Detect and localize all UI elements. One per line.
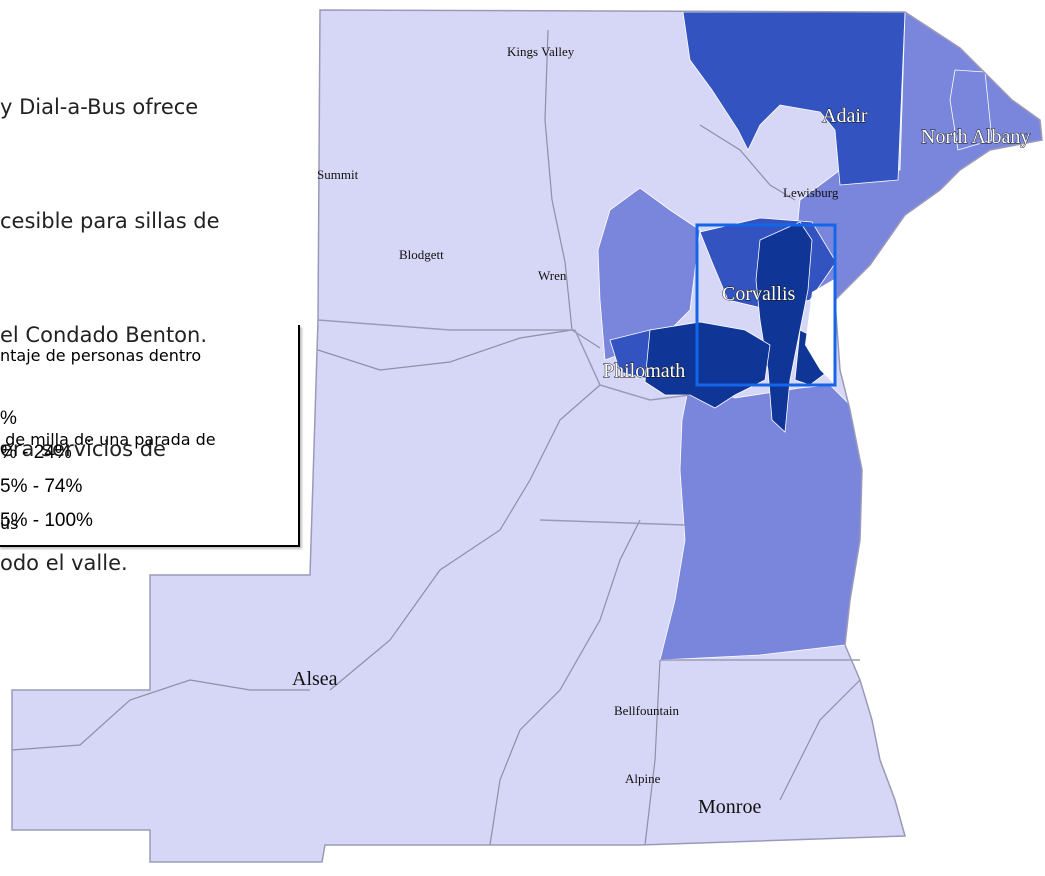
town-label-alsea: Alsea [292, 668, 338, 690]
intro-line: el Condado Benton. [0, 323, 208, 347]
coverage-medium-region [949, 69, 993, 151]
legend-title-line: ús [0, 514, 19, 533]
district-borders [11, 9, 1043, 863]
town-label-corvallis: Corvallis [722, 283, 796, 305]
intro-line: cesible para sillas de [0, 209, 220, 233]
river-notch [805, 278, 836, 386]
legend-item-0: % [0, 408, 17, 429]
legend-title-line: de milla de una parada de [0, 430, 216, 449]
legend-title-line: ntaje de personas dentro [0, 346, 202, 365]
legend-title: ntaje de personas dentro de milla de una… [0, 286, 300, 566]
town-label-philomath: Philomath [603, 360, 685, 382]
intro-text: y Dial-a-Bus ofrece cesible para sillas … [0, 12, 290, 620]
coverage-medium-region [659, 379, 863, 661]
town-label-north-albany: North Albany [921, 126, 1030, 148]
intro-line: odo el valle. [0, 551, 128, 575]
intro-line: y Dial-a-Bus ofrece [0, 95, 199, 119]
town-label-wren: Wren [538, 268, 567, 283]
roads [11, 29, 861, 846]
town-label-kings-valley: Kings Valley [507, 44, 575, 59]
legend-items: % % - 24% 5% - 74% 5% - 100% [0, 402, 93, 538]
coverage-highest-region [755, 221, 813, 433]
town-label-adair: Adair [822, 105, 868, 127]
legend-item-3: 5% - 100% [0, 510, 93, 531]
town-label-alpine: Alpine [625, 771, 661, 786]
town-label-lewisburg: Lewisburg [783, 185, 839, 200]
legend-item-2: 5% - 74% [0, 476, 83, 497]
legend-item-1: % - 24% [0, 442, 72, 463]
town-label-blodgett: Blodgett [399, 247, 444, 262]
corvallis-highlight-box [695, 223, 837, 387]
town-label-bellfountain: Bellfountain [614, 703, 679, 718]
legend-box [0, 325, 300, 547]
town-label-monroe: Monroe [698, 796, 761, 818]
intro-line: era servicios de [0, 437, 166, 461]
town-label-summit: Summit [317, 167, 359, 182]
coverage-high-region [682, 11, 906, 186]
